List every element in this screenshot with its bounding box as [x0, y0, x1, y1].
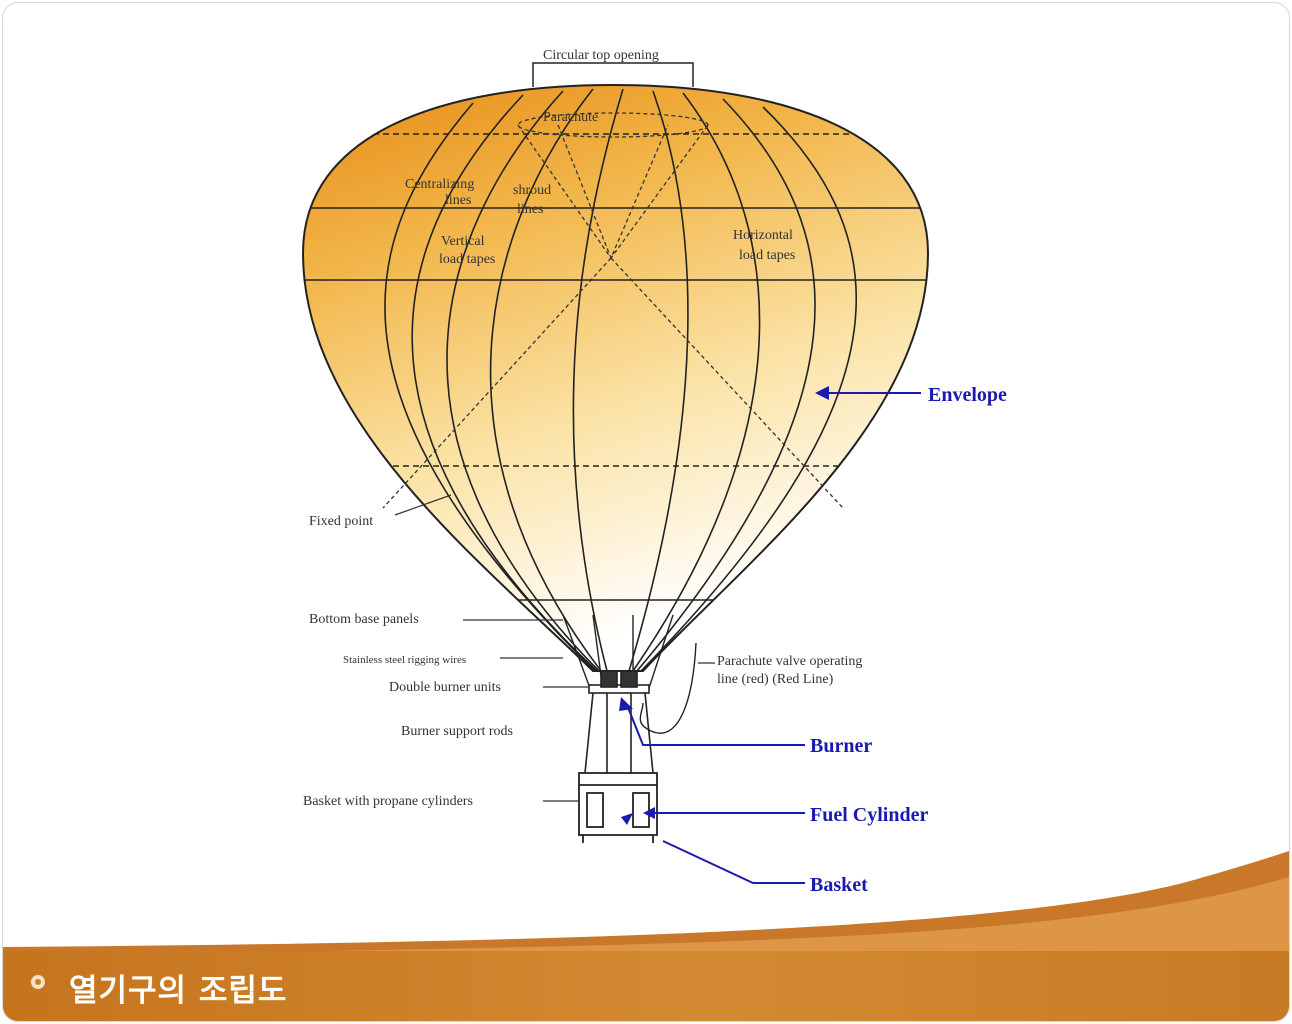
centralizing-label-2: lines: [445, 193, 471, 208]
decorative-wave-light: [203, 877, 1289, 953]
decorative-wave: [3, 851, 1289, 953]
double-burner-label: Double burner units: [389, 680, 501, 695]
top-opening-label: Circular top opening: [543, 48, 659, 63]
envelope-shape: [301, 83, 930, 672]
basket-callout: Basket: [810, 874, 868, 896]
caption-bar: 열기구의 조립도: [3, 951, 1289, 1021]
centralizing-label-1: Centralizing: [405, 177, 474, 192]
horizontal-tapes-label-2: load tapes: [739, 248, 795, 263]
parachute-label: Parachute: [543, 110, 598, 125]
fuel-cylinder-callout: Fuel Cylinder: [810, 804, 928, 826]
bullet-circle-icon: [31, 975, 45, 989]
callout-pointers: [626, 392, 921, 884]
burner-callout: Burner: [810, 735, 872, 757]
parachute-valve-label-1: Parachute valve operating: [717, 654, 862, 669]
left-leader-lines: [394, 494, 715, 802]
parachute-valve-label-2: line (red) (Red Line): [717, 672, 834, 687]
shroud-lines: [382, 112, 844, 509]
caption-title: 열기구의 조립도: [69, 973, 288, 1009]
burner-rods-label: Burner support rods: [401, 724, 513, 739]
vertical-tapes-label-2: load tapes: [439, 252, 495, 267]
vertical-tapes-label-1: Vertical: [441, 234, 485, 249]
shroud-label-1: shroud: [513, 183, 551, 198]
fixed-point-label: Fixed point: [309, 514, 373, 529]
horizontal-tapes-label-1: Horizontal: [733, 228, 793, 243]
envelope-callout: Envelope: [928, 384, 1007, 406]
basket-cylinders-label: Basket with propane cylinders: [303, 794, 473, 809]
shroud-label-2: lines: [517, 202, 543, 217]
bottom-panels-label: Bottom base panels: [309, 612, 419, 627]
rigging-wires-label: Stainless steel rigging wires: [343, 654, 466, 666]
hot-air-balloon-diagram: Circular top opening Parachute Centraliz…: [3, 48, 1289, 953]
basket-shape: [578, 772, 658, 843]
callout-arrowheads: [619, 386, 829, 825]
top-opening-bracket: [532, 62, 694, 87]
burner-assembly: [584, 670, 654, 774]
